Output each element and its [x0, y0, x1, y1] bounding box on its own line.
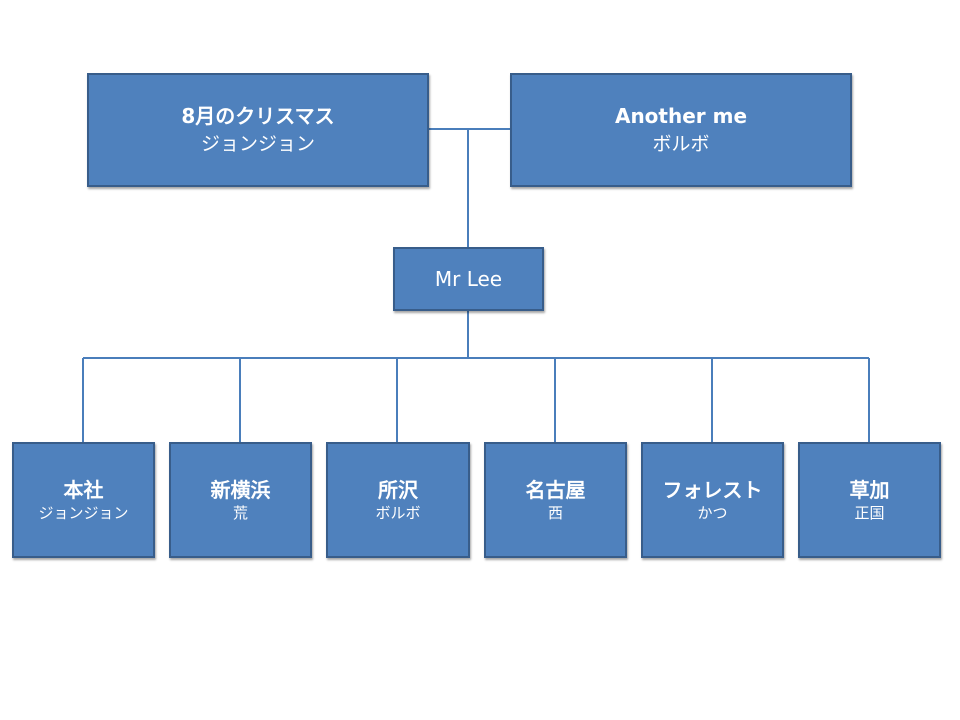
node-subtitle: 西	[547, 504, 563, 522]
node-subtitle: ボルボ	[652, 133, 710, 155]
node-title: 新横浜	[210, 478, 271, 502]
node-subtitle: ボルボ	[375, 504, 421, 522]
node-title: 本社	[63, 478, 104, 502]
node-subtitle: ジョンジョン	[200, 133, 315, 155]
node-title: 名古屋	[525, 478, 586, 502]
node-8gatsu-no-christmas: 8月のクリスマス ジョンジョン	[87, 73, 429, 187]
node-honsha: 本社 ジョンジョン	[12, 442, 155, 558]
node-subtitle: 荒	[232, 504, 248, 522]
node-subtitle: 正国	[854, 504, 885, 522]
node-forest: フォレスト かつ	[641, 442, 784, 558]
node-title: 8月のクリスマス	[181, 104, 335, 128]
node-title: Another me	[614, 104, 748, 128]
node-title: フォレスト	[662, 478, 763, 502]
node-title: Mr Lee	[434, 267, 503, 291]
node-tokorozawa: 所沢 ボルボ	[326, 442, 470, 558]
node-subtitle: ジョンジョン	[38, 504, 129, 522]
node-shin-yokohama: 新横浜 荒	[169, 442, 312, 558]
node-soka: 草加 正国	[798, 442, 941, 558]
node-title: 草加	[849, 478, 890, 502]
node-mr-lee: Mr Lee	[393, 247, 544, 311]
node-another-me: Another me ボルボ	[510, 73, 852, 187]
node-subtitle: かつ	[697, 504, 728, 522]
node-nagoya: 名古屋 西	[484, 442, 627, 558]
node-title: 所沢	[378, 478, 418, 502]
